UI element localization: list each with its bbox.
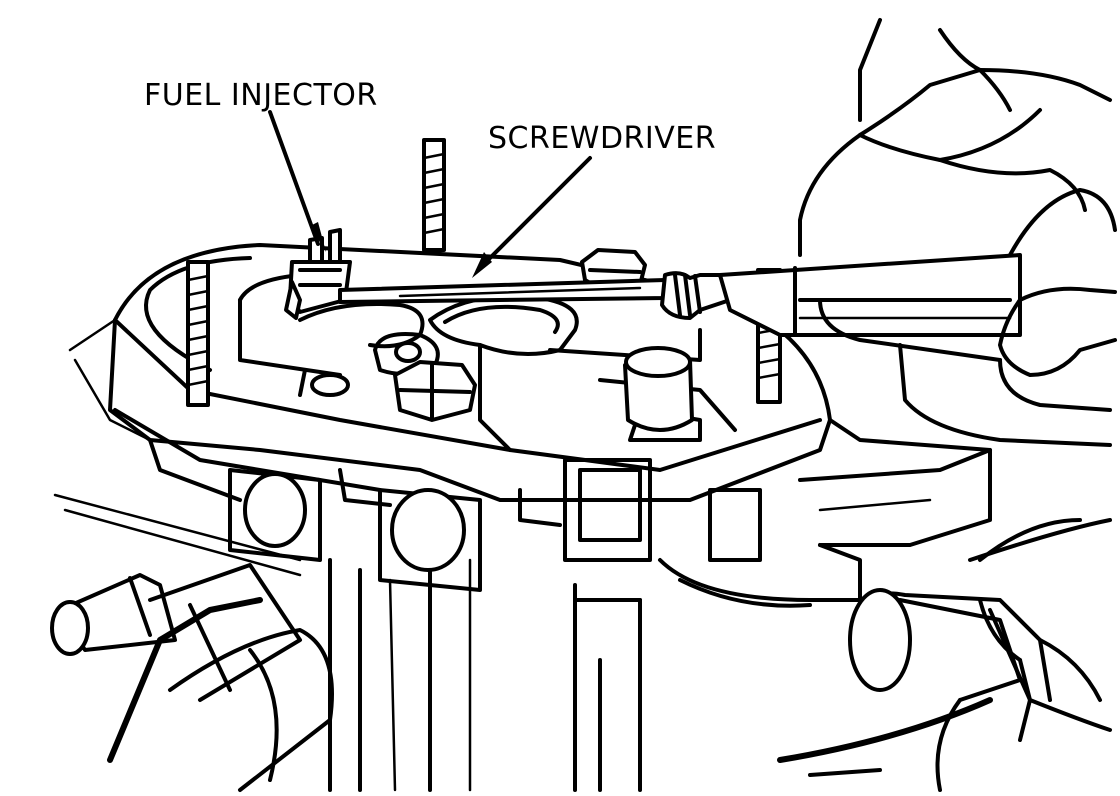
hand bbox=[798, 18, 1117, 447]
lower-right-hand bbox=[978, 518, 1082, 742]
left-vacuum-hoses bbox=[50, 563, 334, 792]
screwdriver-tool bbox=[338, 253, 1022, 337]
fuel-injector-label: FUEL INJECTOR bbox=[144, 78, 378, 113]
leader-lines bbox=[268, 110, 592, 278]
fuel-injector-leader bbox=[268, 110, 320, 246]
stud-center bbox=[422, 138, 446, 252]
stud-left bbox=[186, 260, 210, 407]
hex-nut-front bbox=[393, 360, 477, 422]
lower-throttle-body bbox=[53, 493, 642, 792]
fuel-injector-part bbox=[284, 228, 352, 320]
screwdriver-label: SCREWDRIVER bbox=[488, 121, 716, 156]
screwdriver-leader bbox=[476, 156, 592, 272]
mounting-bosses bbox=[228, 458, 762, 592]
cylinder-boss bbox=[623, 346, 694, 432]
